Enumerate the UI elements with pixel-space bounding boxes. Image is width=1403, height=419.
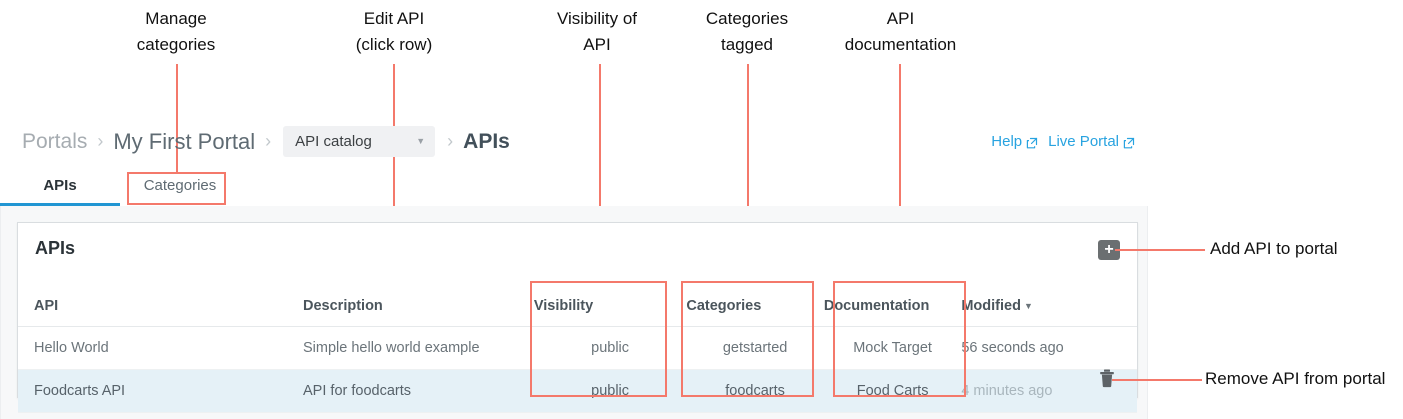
help-link-label: Help bbox=[991, 133, 1023, 150]
annotation-line-documentation bbox=[899, 64, 901, 282]
breadcrumb-separator-icon: › bbox=[97, 131, 104, 151]
breadcrumb-separator-icon: › bbox=[265, 131, 272, 151]
cell-api: Foodcarts API bbox=[18, 369, 304, 413]
annotation-visibility-of-api: Visibility of API bbox=[557, 9, 637, 54]
remove-api-button[interactable] bbox=[1099, 369, 1115, 388]
trash-icon bbox=[1100, 369, 1114, 388]
breadcrumb-portals[interactable]: Portals bbox=[22, 129, 88, 153]
annotation-line-remove-api bbox=[1112, 379, 1202, 381]
sort-desc-icon: ▼ bbox=[1023, 301, 1033, 312]
cell-api: Hello World bbox=[18, 326, 304, 370]
th-api[interactable]: API bbox=[18, 284, 304, 327]
annotation-manage-categories: Manage categories bbox=[136, 9, 216, 54]
apis-table: API Description Visibility Categories Do… bbox=[18, 284, 1137, 413]
breadcrumb-my-first-portal[interactable]: My First Portal bbox=[113, 128, 256, 154]
breadcrumb-current-apis: APIs bbox=[463, 129, 510, 153]
th-description[interactable]: Description bbox=[303, 284, 534, 327]
th-categories[interactable]: Categories bbox=[686, 284, 824, 327]
cell-documentation: Food Carts bbox=[823, 369, 962, 413]
tab-categories[interactable]: Categories bbox=[143, 177, 217, 194]
table-row[interactable]: Hello World Simple hello world example p… bbox=[18, 326, 1137, 370]
cell-categories: foodcarts bbox=[686, 369, 824, 413]
cell-modified: 56 seconds ago bbox=[961, 326, 1137, 370]
external-link-icon bbox=[1026, 136, 1038, 148]
cell-categories: getstarted bbox=[686, 326, 824, 370]
catalog-select[interactable]: API catalog ▼ bbox=[283, 126, 436, 157]
breadcrumb: Portals › My First Portal › API catalog … bbox=[22, 126, 510, 157]
th-visibility[interactable]: Visibility bbox=[533, 284, 687, 327]
breadcrumb-separator-icon: › bbox=[447, 131, 454, 151]
annotation-edit-api: Edit API (click row) bbox=[355, 9, 433, 54]
annotation-add-api-to-portal: Add API to portal bbox=[1210, 239, 1338, 258]
live-portal-link[interactable]: Live Portal bbox=[1048, 133, 1135, 150]
cell-visibility: public bbox=[533, 369, 687, 413]
tab-apis[interactable]: APIs bbox=[0, 173, 120, 206]
table-header-row: API Description Visibility Categories Do… bbox=[18, 284, 1137, 327]
cell-description: API for foodcarts bbox=[303, 369, 534, 413]
plus-icon: + bbox=[1104, 241, 1114, 258]
annotation-line-visibility bbox=[599, 64, 601, 282]
cell-visibility: public bbox=[533, 326, 687, 370]
annotation-api-documentation: API documentation bbox=[844, 9, 957, 54]
add-api-button[interactable]: + bbox=[1098, 240, 1120, 260]
live-portal-link-label: Live Portal bbox=[1048, 133, 1119, 150]
header-links: Help Live Portal bbox=[991, 133, 1135, 150]
catalog-select-value: API catalog bbox=[295, 133, 372, 150]
cell-documentation: Mock Target bbox=[823, 326, 962, 370]
annotation-line-add-api bbox=[1115, 249, 1205, 251]
cell-description: Simple hello world example bbox=[303, 326, 534, 370]
table-row[interactable]: Foodcarts API API for foodcarts public f… bbox=[18, 369, 1137, 413]
tab-bar: APIs Categories bbox=[0, 173, 1148, 207]
th-modified-label: Modified bbox=[961, 298, 1021, 314]
help-link[interactable]: Help bbox=[991, 133, 1038, 150]
annotation-line-manage-categories bbox=[176, 64, 178, 174]
th-documentation[interactable]: Documentation bbox=[823, 284, 962, 327]
external-link-icon bbox=[1123, 136, 1135, 148]
annotation-categories-tagged: Categories tagged bbox=[705, 9, 789, 54]
annotation-remove-api-from-portal: Remove API from portal bbox=[1205, 369, 1386, 388]
chevron-down-icon: ▼ bbox=[416, 136, 426, 146]
annotation-line-categories bbox=[747, 64, 749, 282]
th-modified[interactable]: Modified▼ bbox=[961, 284, 1137, 327]
card-title: APIs bbox=[35, 238, 76, 258]
